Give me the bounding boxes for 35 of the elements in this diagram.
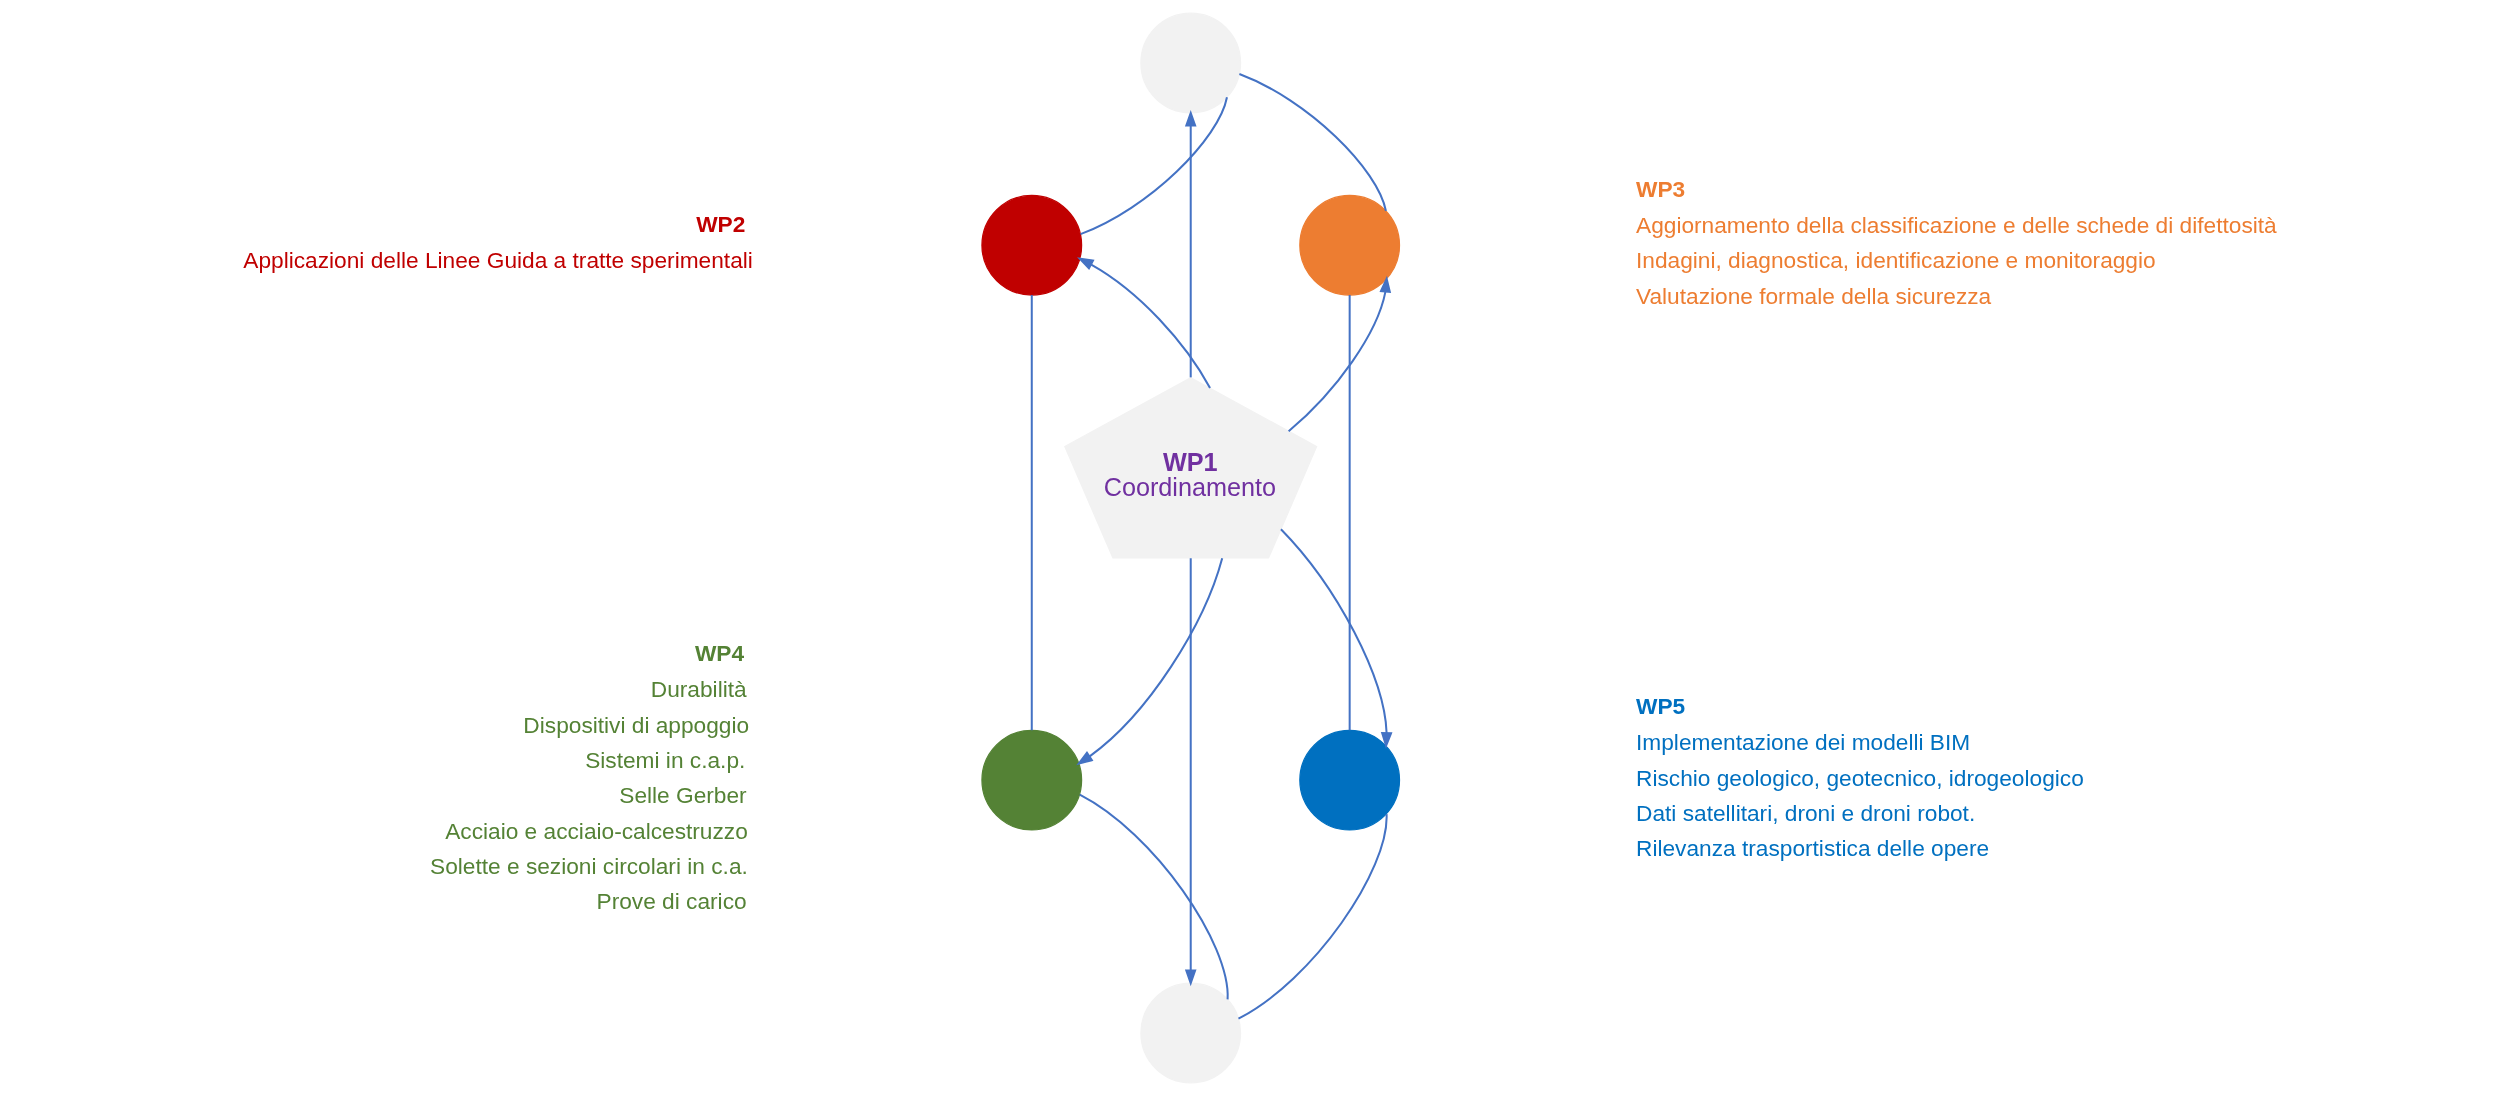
node-label: Solette e sezioni circolari in c.a. bbox=[429, 852, 748, 879]
node-label: WP2 bbox=[695, 210, 745, 237]
node-label: Durabilità bbox=[650, 676, 747, 703]
connector bbox=[1030, 295, 1033, 731]
node-label: Indagini, diagnostica, identificazione e monitoraggio bbox=[1635, 247, 2156, 274]
arrow bbox=[1184, 558, 1197, 987]
arrow bbox=[1279, 528, 1392, 749]
node-label: Selle Gerber bbox=[618, 782, 747, 809]
node-label: Dispositivi di appoggio bbox=[522, 711, 749, 738]
node-circle bbox=[980, 729, 1082, 831]
node-label: WP5 bbox=[1635, 692, 1685, 719]
node-label: Rilevanza trasportistica delle opere bbox=[1635, 835, 1989, 862]
node-label: Aggiornamento della classificazione e delle schede di difettosità bbox=[1635, 212, 2277, 239]
node-label: Prove di carico bbox=[596, 888, 747, 915]
node-circle bbox=[980, 194, 1082, 296]
connector bbox=[1238, 73, 1387, 212]
node-label: Acciaio e acciaio-calcestruzzo bbox=[444, 817, 748, 844]
connector bbox=[1078, 793, 1229, 1000]
node-label: Dati satellitari, droni e droni robot. bbox=[1635, 799, 1975, 826]
node-circle bbox=[1139, 982, 1241, 1084]
connector bbox=[1079, 96, 1228, 236]
arrow bbox=[1184, 109, 1197, 378]
node-label: WP3 bbox=[1635, 175, 1685, 202]
arrow bbox=[1287, 275, 1391, 432]
connector bbox=[1348, 295, 1351, 731]
node-label: WP4 bbox=[694, 639, 744, 666]
arrow bbox=[1076, 257, 1211, 389]
connector bbox=[1237, 814, 1388, 1020]
node-label: Valutazione formale della sicurezza bbox=[1635, 282, 1991, 309]
arrow bbox=[1075, 558, 1223, 766]
node-label: Sistemi in c.a.p. bbox=[584, 747, 745, 773]
node-label: Implementazione dei modelli BIM bbox=[1635, 729, 1970, 756]
node-circle bbox=[1139, 12, 1241, 114]
node-label: Rischio geologico, geotecnico, idrogeologico bbox=[1635, 764, 2084, 791]
node-label: Applicazioni delle Linee Guida a tratte sperimentali bbox=[242, 247, 753, 274]
